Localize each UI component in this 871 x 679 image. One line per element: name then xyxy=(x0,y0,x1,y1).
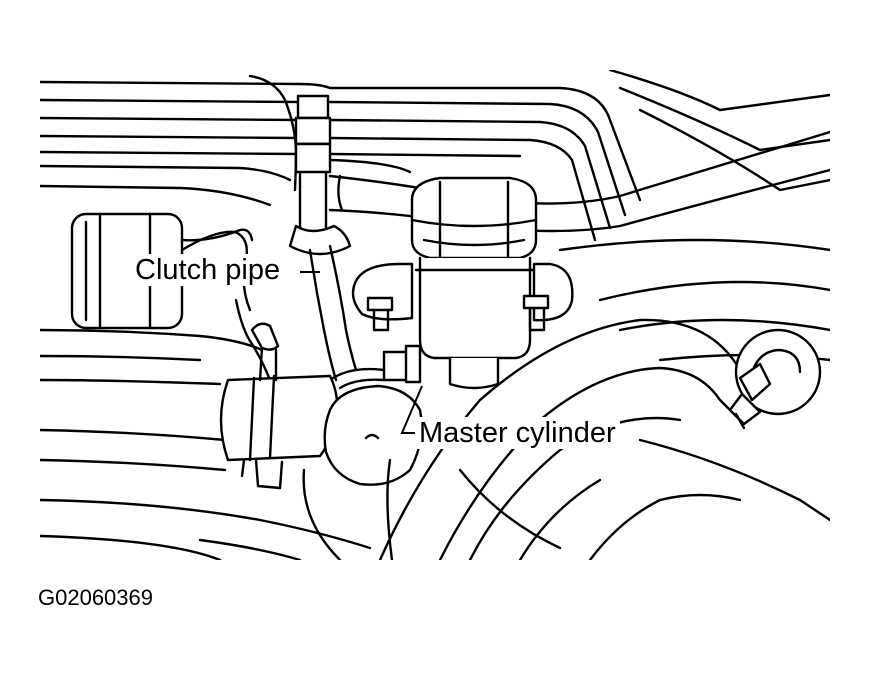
lower-components xyxy=(198,458,562,560)
disc-cap xyxy=(323,384,423,486)
cylinder-fitting xyxy=(321,344,422,398)
grommet xyxy=(728,328,822,430)
figure-code: G02060369 xyxy=(38,585,153,610)
clutch-pipe xyxy=(234,298,272,382)
master-cylinder-reservoir xyxy=(410,176,538,390)
master-cylinder-label: Master cylinder xyxy=(415,417,620,449)
upper-brake-lines xyxy=(40,70,830,242)
pipe-joint xyxy=(288,94,352,256)
hose-clamp xyxy=(219,322,339,490)
master-cylinder-leader xyxy=(400,385,423,434)
master-cylinder-flange xyxy=(351,262,574,332)
left-hoses xyxy=(40,328,372,560)
clutch-pipe-label: Clutch pipe xyxy=(131,254,285,286)
vacuum-hose xyxy=(378,318,762,560)
